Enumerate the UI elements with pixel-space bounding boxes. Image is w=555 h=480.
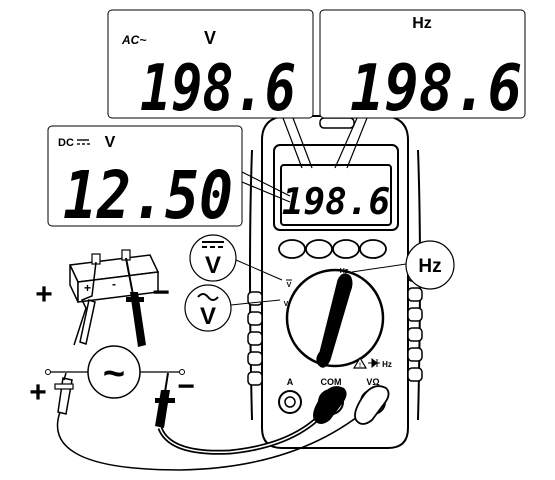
callout-frequency: Hz 198.6	[319, 9, 526, 126]
callout-dc-voltage: DC V 12.50	[47, 125, 243, 234]
callout-ac-reading: 198.6	[140, 52, 296, 126]
callout-leader-lines	[241, 117, 368, 203]
terminal-label-volt-extra: Hz	[382, 360, 392, 369]
diode-icon	[368, 357, 380, 369]
warning-triangle-icon: !	[352, 356, 368, 369]
callout-ac-unit: V	[204, 28, 216, 48]
probe-red-dc[interactable]	[73, 261, 97, 346]
left-grip-ridges	[247, 291, 263, 386]
dc-battery-source: + -	[68, 249, 160, 303]
callout-ac-mode-label: AC~	[121, 33, 146, 47]
function-button-2[interactable]	[305, 239, 333, 259]
meter-display-reading: 198.6	[282, 182, 390, 223]
function-button-4[interactable]	[359, 239, 387, 259]
battery-minus-label: -	[112, 277, 116, 291]
ac-plus-mark: +	[29, 376, 47, 409]
multimeter: 198.6 Hz V V A COM !	[247, 115, 423, 449]
callout-hz-mode-label: Hz	[412, 15, 432, 32]
bubble-ac-voltage: V	[184, 284, 232, 332]
dc-minus-mark: −	[152, 276, 170, 309]
callout-ac-voltage: AC~ V 198.6	[107, 9, 314, 126]
test-leads	[56, 403, 373, 471]
ac-source-symbol: ~	[103, 353, 125, 395]
bubble-dc-voltage: V	[189, 234, 237, 282]
dc-symbol-icon	[77, 139, 90, 145]
bubble-acv-label: V	[200, 303, 216, 330]
terminal-a[interactable]	[278, 390, 302, 414]
ac-minus-mark: −	[177, 370, 195, 403]
callout-hz-reading: 198.6	[350, 52, 522, 126]
dial-label-hz: Hz	[340, 268, 349, 275]
probe-black-dc[interactable]	[125, 257, 146, 347]
bubble-leader-lines	[230, 259, 407, 306]
terminal-label-com: COM	[321, 377, 342, 387]
plug-red-volt[interactable]	[354, 385, 390, 425]
bubble-frequency: Hz	[405, 240, 455, 290]
callout-dc-reading: 12.50	[63, 157, 233, 234]
callout-dc-unit: V	[105, 134, 116, 151]
function-button-3[interactable]	[332, 239, 360, 259]
probe-red-ac[interactable]	[54, 372, 74, 415]
ac-source: ~	[45, 345, 185, 399]
svg-text:!: !	[359, 363, 361, 369]
battery-plus-label: +	[84, 281, 91, 295]
dial-label-acv: V	[284, 301, 289, 308]
bubble-hz-label: Hz	[418, 256, 441, 277]
function-button-1[interactable]	[278, 239, 306, 259]
rotary-selector-dial[interactable]	[285, 268, 385, 368]
function-buttons	[278, 239, 387, 259]
plug-black-com[interactable]	[313, 386, 347, 424]
terminal-label-a: A	[287, 377, 294, 387]
dc-plus-mark: +	[35, 278, 53, 311]
dial-label-dcv: V	[287, 282, 292, 289]
probe-black-ac[interactable]	[155, 372, 175, 428]
bubble-dcv-label: V	[205, 252, 221, 279]
terminal-label-volt: VΩ	[366, 377, 379, 387]
callout-dc-mode-label: DC	[58, 137, 74, 149]
